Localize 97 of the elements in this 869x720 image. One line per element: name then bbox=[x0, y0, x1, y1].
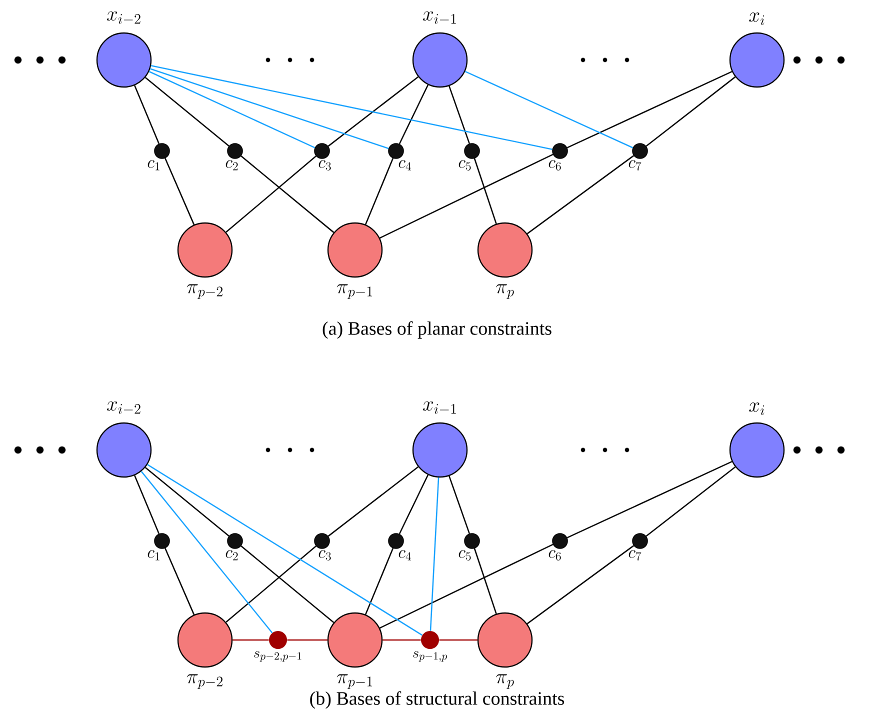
connector-line bbox=[382, 639, 421, 641]
node-label: $c_3$ bbox=[318, 160, 331, 170]
connector-line bbox=[144, 77, 230, 146]
connector-line bbox=[147, 464, 423, 636]
node-label: $c_4$ bbox=[398, 160, 411, 170]
node-label: $c_5$ bbox=[458, 550, 471, 560]
constraint-dot bbox=[154, 143, 170, 159]
node-label: $c_4$ bbox=[398, 550, 411, 560]
connector-line bbox=[646, 76, 736, 147]
connector-line bbox=[364, 158, 394, 225]
node-label: $x_{i}$ bbox=[749, 12, 764, 25]
connector-line bbox=[328, 76, 419, 147]
connector-line bbox=[448, 86, 470, 144]
connector-line bbox=[566, 70, 732, 148]
connector-line bbox=[439, 639, 478, 641]
node-label: $c_6$ bbox=[548, 550, 561, 560]
connector-line bbox=[448, 476, 470, 534]
connector-line bbox=[134, 85, 160, 144]
node-label: $c_7$ bbox=[628, 160, 642, 170]
node-label: $c_7$ bbox=[628, 550, 642, 560]
structure-dot bbox=[269, 631, 287, 649]
node-label: $x_{i-2}$ bbox=[107, 11, 140, 24]
variable-node bbox=[729, 422, 785, 478]
node-label: $c_2$ bbox=[226, 160, 238, 170]
connector-line bbox=[164, 548, 195, 615]
variable-node bbox=[96, 422, 152, 478]
connector-line bbox=[148, 70, 316, 148]
node-label: $\pi_{p-1}$ bbox=[336, 674, 372, 690]
node-label: $\pi_{p-1}$ bbox=[336, 284, 372, 300]
panel-caption: (b) Bases of structural constraints bbox=[310, 691, 564, 709]
constraint-dot bbox=[314, 533, 330, 549]
connector-line bbox=[144, 467, 230, 536]
factor-node bbox=[177, 222, 233, 278]
connector-line bbox=[240, 546, 334, 623]
connector-line bbox=[226, 156, 316, 233]
connector-line bbox=[287, 639, 328, 641]
connector-line bbox=[150, 68, 389, 150]
constraint-dot bbox=[227, 533, 243, 549]
connector-line bbox=[226, 546, 316, 623]
connector-line bbox=[232, 639, 269, 641]
factor-node bbox=[477, 222, 533, 278]
node-label: $\pi_{p-2}$ bbox=[186, 284, 222, 300]
variable-node bbox=[729, 32, 785, 88]
variable-node bbox=[412, 422, 468, 478]
constraint-dot bbox=[314, 143, 330, 159]
node-label: $x_{i-2}$ bbox=[107, 401, 140, 414]
node-label: $x_{i-1}$ bbox=[423, 11, 456, 24]
node-label: $c_1$ bbox=[148, 550, 160, 560]
connector-line bbox=[464, 70, 634, 148]
node-label: $c_3$ bbox=[318, 550, 331, 560]
connector-line bbox=[380, 544, 554, 629]
constraint-dot bbox=[388, 533, 404, 549]
connector-line bbox=[474, 548, 497, 614]
node-label: $x_{i-1}$ bbox=[423, 401, 456, 414]
node-label: $\pi_{p}$ bbox=[496, 674, 514, 690]
factor-node bbox=[177, 612, 233, 668]
constraint-dot bbox=[464, 533, 480, 549]
connector-line bbox=[430, 478, 440, 631]
constraint-dot bbox=[464, 143, 480, 159]
node-label: $\pi_{p-2}$ bbox=[186, 674, 222, 690]
node-label: $c_6$ bbox=[548, 160, 561, 170]
connector-line bbox=[526, 155, 634, 234]
node-label: $c_1$ bbox=[148, 160, 160, 170]
connector-line bbox=[380, 154, 554, 239]
constraint-dot bbox=[227, 143, 243, 159]
constraint-dot bbox=[632, 533, 648, 549]
connector-line bbox=[364, 548, 394, 615]
factor-node bbox=[327, 612, 383, 668]
connector-line bbox=[134, 475, 160, 534]
node-label: $s_{p-1,p}$ bbox=[413, 651, 447, 662]
connector-line bbox=[140, 471, 273, 634]
variable-node bbox=[96, 32, 152, 88]
connector-line bbox=[240, 156, 334, 233]
constraint-dot bbox=[552, 143, 568, 159]
node-label: $\pi_{p}$ bbox=[496, 284, 514, 300]
node-label: $c_5$ bbox=[458, 160, 471, 170]
structure-dot bbox=[421, 631, 439, 649]
connector-line bbox=[474, 158, 497, 224]
connector-line bbox=[398, 474, 429, 534]
panel-caption: (a) Bases of planar constraints bbox=[322, 321, 552, 339]
node-label: $s_{p-2,p-1}$ bbox=[254, 651, 302, 662]
constraint-dot bbox=[154, 533, 170, 549]
connector-line bbox=[566, 460, 732, 538]
variable-node bbox=[412, 32, 468, 88]
node-label: $x_{i}$ bbox=[749, 402, 764, 415]
constraint-dot bbox=[552, 533, 568, 549]
factor-node bbox=[477, 612, 533, 668]
factor-node bbox=[327, 222, 383, 278]
connector-line bbox=[150, 65, 552, 150]
connector-line bbox=[526, 545, 634, 624]
constraint-dot bbox=[388, 143, 404, 159]
node-label: $c_2$ bbox=[226, 550, 238, 560]
connector-line bbox=[398, 84, 429, 144]
connector-line bbox=[164, 158, 195, 225]
connector-line bbox=[646, 466, 736, 537]
constraint-dot bbox=[632, 143, 648, 159]
connector-line bbox=[328, 466, 419, 537]
